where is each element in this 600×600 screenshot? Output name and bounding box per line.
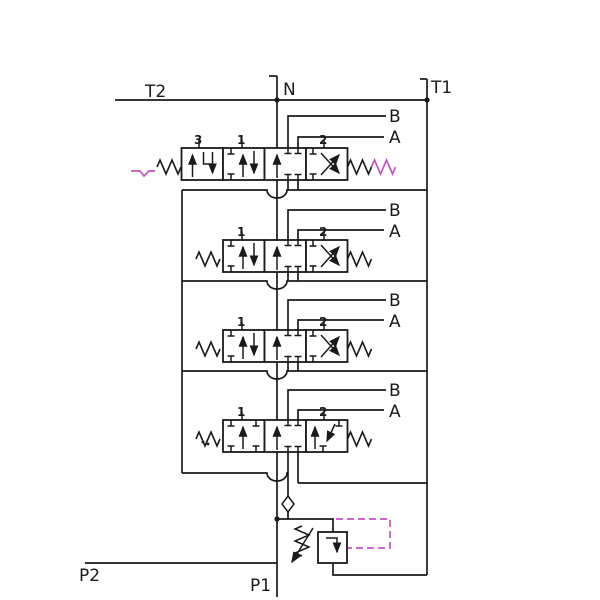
valve4-lead-dot bbox=[206, 442, 210, 446]
t1-label: T1 bbox=[430, 78, 452, 98]
valve2-pos2-label: 2 bbox=[319, 225, 327, 239]
valve3-port-b-label: B bbox=[389, 291, 401, 311]
valve1-b-line bbox=[287, 115, 386, 148]
tank-rail-4 bbox=[182, 472, 288, 482]
tank-rail-2 bbox=[182, 280, 427, 290]
valve2-pos1-label: 1 bbox=[237, 225, 245, 239]
check-valve-diamond bbox=[281, 494, 295, 514]
valve1-pilot-spring bbox=[370, 157, 397, 177]
valve3-pos1-label: 1 bbox=[237, 315, 245, 329]
valve1-port-b-label: B bbox=[389, 107, 401, 127]
check-valve bbox=[281, 494, 295, 514]
valve3-tank-stubs bbox=[287, 362, 299, 371]
valve4-port-a-label: A bbox=[389, 402, 401, 422]
valve3-right-spring bbox=[346, 341, 373, 357]
relief-valve-flow-arrow bbox=[326, 537, 342, 554]
valve2-port-b-label: B bbox=[389, 201, 401, 221]
tank-rail-3 bbox=[182, 370, 427, 380]
valve1-pilot-lead bbox=[131, 170, 155, 178]
valve2-pos-ticks bbox=[241, 232, 325, 240]
port-labels: T2 N T1 P2 P1 bbox=[79, 78, 452, 596]
valve1-pos-ticks bbox=[198, 140, 325, 148]
tank-and-supply-lines bbox=[115, 75, 430, 597]
valve4-pos1-label: 1 bbox=[237, 405, 245, 419]
valve-1: B A 3 1 2 bbox=[156, 107, 401, 181]
relief-adjust-arrow bbox=[291, 527, 314, 564]
valve4-box-pos2 bbox=[305, 419, 349, 453]
tank-rail-1 bbox=[182, 189, 427, 199]
valve4-a-line bbox=[297, 409, 384, 420]
valve-2: B A 1 2 bbox=[195, 201, 401, 273]
valve2-b-line bbox=[287, 209, 386, 240]
relief-spring bbox=[293, 525, 311, 557]
valve-4: B A 1 2 bbox=[195, 381, 401, 453]
valve3-a-line bbox=[297, 319, 384, 330]
p1-label: P1 bbox=[250, 576, 271, 596]
valve1-port-a-label: A bbox=[389, 128, 401, 148]
p2-label: P2 bbox=[79, 566, 100, 586]
valve1-pos2-label: 2 bbox=[319, 133, 327, 147]
t2-label: T2 bbox=[144, 82, 166, 102]
valve4-pos2-label: 2 bbox=[319, 405, 327, 419]
relief-valve-section bbox=[274, 516, 427, 576]
valve4-pos-ticks bbox=[241, 412, 325, 420]
pilot-lines bbox=[131, 157, 397, 549]
valve4-port-b-label: B bbox=[389, 381, 401, 401]
valve3-left-spring bbox=[195, 341, 221, 357]
relief-outlet-line bbox=[332, 563, 427, 576]
valve2-right-spring bbox=[346, 251, 373, 267]
valve2-box-pos2 bbox=[305, 239, 349, 273]
valve1-pos3-label: 3 bbox=[194, 133, 202, 147]
valve1-tank-stubs bbox=[287, 180, 299, 190]
relief-valve-box bbox=[317, 531, 348, 564]
valve1-a-line bbox=[297, 136, 384, 148]
valve1-pos1-label: 1 bbox=[237, 133, 245, 147]
valve3-box-pos2 bbox=[305, 329, 349, 363]
valve3-pos-ticks bbox=[241, 322, 325, 330]
valve3-b-line bbox=[287, 299, 386, 330]
valve1-right-spring bbox=[346, 159, 373, 175]
valve3-port-a-label: A bbox=[389, 312, 401, 332]
relief-inlet-line bbox=[277, 518, 334, 532]
valve2-left-spring bbox=[195, 251, 221, 267]
valve2-tank-stubs bbox=[287, 272, 299, 281]
valve1-left-spring bbox=[156, 159, 182, 175]
n-label: N bbox=[283, 80, 296, 100]
valve-3: B A 1 2 bbox=[195, 291, 401, 363]
valve3-pos2-label: 2 bbox=[319, 315, 327, 329]
valve2-a-line bbox=[297, 229, 384, 240]
valve4-right-spring bbox=[346, 431, 373, 447]
valve2-port-a-label: A bbox=[389, 222, 401, 242]
valve1-box-float bbox=[180, 147, 224, 181]
valve1-box-pos2 bbox=[305, 147, 349, 181]
relief-pilot-line bbox=[336, 518, 391, 549]
valve4-b-line bbox=[287, 389, 386, 420]
